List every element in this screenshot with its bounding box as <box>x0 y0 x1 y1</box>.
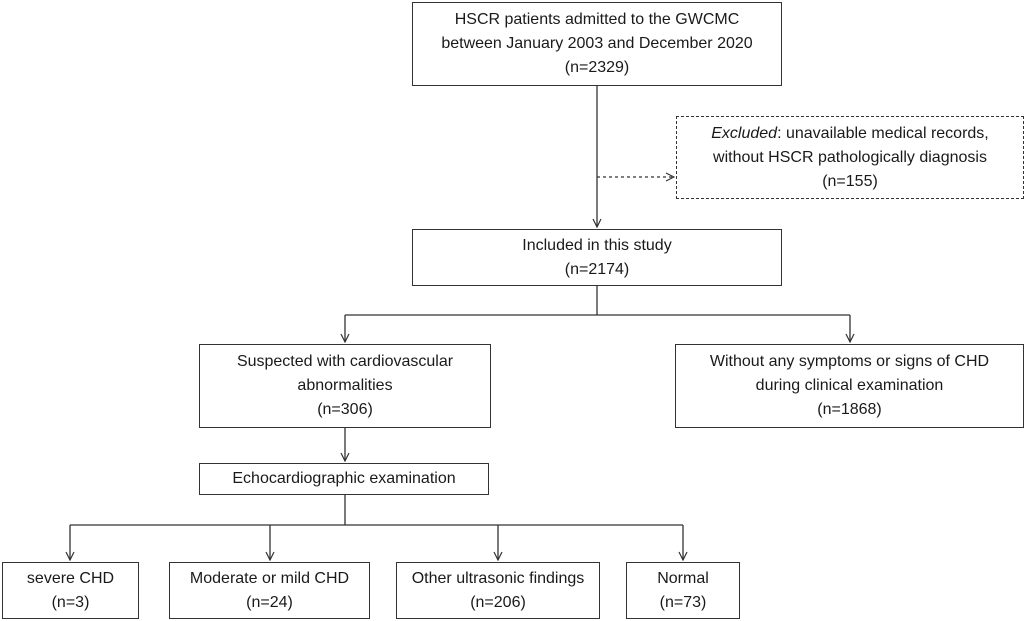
echo-box: Echocardiographic examination <box>199 463 489 495</box>
echo-line1: Echocardiographic examination <box>232 470 456 487</box>
included-line1: Included in this study <box>522 236 672 254</box>
excluded-line2: without HSCR pathologically diagnosis <box>713 148 987 166</box>
outcome-other-count: (n=206) <box>470 593 526 611</box>
outcome-moderate-box: Moderate or mild CHD (n=24) <box>169 562 370 619</box>
without-box: Without any symptoms or signs of CHD dur… <box>675 344 1024 428</box>
outcome-severe-label: severe CHD <box>26 569 115 587</box>
outcome-normal-count: (n=73) <box>659 593 707 611</box>
outcome-severe-box: severe CHD (n=3) <box>2 562 139 619</box>
outcome-normal-box: Normal (n=73) <box>626 562 740 619</box>
without-count: (n=1868) <box>817 401 882 418</box>
outcome-other-label: Other ultrasonic findings <box>411 569 585 587</box>
outcome-moderate-count: (n=24) <box>246 593 293 611</box>
without-line2: during clinical examination <box>755 377 944 394</box>
included-count: (n=2174) <box>564 260 630 278</box>
suspected-box: Suspected with cardiovascular abnormalit… <box>199 344 491 428</box>
root-line1: HSCR patients admitted to the GWCMC <box>454 11 740 28</box>
suspected-count: (n=306) <box>317 401 373 418</box>
without-line1: Without any symptoms or signs of CHD <box>709 353 990 370</box>
outcome-severe-count: (n=3) <box>51 593 90 611</box>
outcome-other-box: Other ultrasonic findings (n=206) <box>396 562 600 619</box>
root-count: (n=2329) <box>564 59 630 76</box>
excluded-line1: Excluded: unavailable medical records, <box>711 122 989 146</box>
included-box: Included in this study (n=2174) <box>412 229 782 286</box>
excluded-line1-rest: : unavailable medical records, <box>777 124 989 142</box>
root-line2: between January 2003 and December 2020 <box>441 35 753 52</box>
excluded-count: (n=155) <box>822 172 878 190</box>
outcome-moderate-label: Moderate or mild CHD <box>189 569 350 587</box>
excluded-box: Excluded: unavailable medical records, w… <box>676 116 1024 199</box>
suspected-line1: Suspected with cardiovascular <box>236 353 454 370</box>
root-box: HSCR patients admitted to the GWCMC betw… <box>412 2 782 86</box>
excluded-label: Excluded <box>711 124 778 142</box>
suspected-line2: abnormalities <box>297 377 393 394</box>
outcome-normal-label: Normal <box>657 569 709 587</box>
